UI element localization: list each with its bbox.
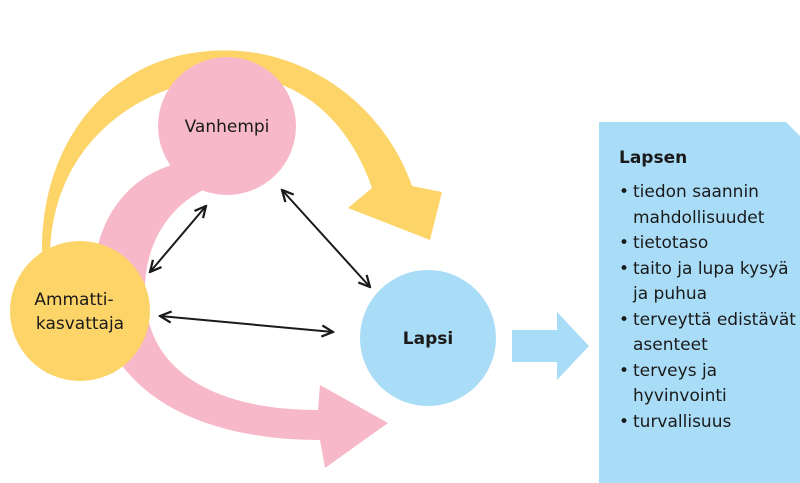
list-item: tiedon saannin mahdollisuudet — [619, 180, 800, 231]
connector-professional-child — [160, 316, 333, 332]
list-item: tietotaso — [619, 231, 800, 257]
child-label: Lapsi — [403, 329, 453, 349]
list-item: terveyttä edistävät asenteet — [619, 308, 800, 359]
professional-label-line1: Ammatti- — [34, 290, 113, 310]
parent-label: Vanhempi — [185, 117, 270, 137]
child-factors-panel: Lapsen tiedon saannin mahdollisuudet tie… — [599, 122, 800, 483]
professional-node — [10, 241, 150, 381]
child-node — [360, 270, 496, 406]
connector-parent-child — [282, 190, 370, 287]
child-to-panel-arrow — [512, 312, 589, 380]
list-item: terveys ja hyvinvointi — [619, 359, 800, 410]
connector-parent-professional — [150, 206, 206, 272]
yellow-flow-arrow — [41, 50, 443, 255]
factor-list: tiedon saannin mahdollisuudet tietotaso … — [619, 180, 800, 435]
pink-flow-arrow — [94, 160, 389, 468]
parent-node — [158, 57, 296, 195]
panel-title: Lapsen — [619, 148, 688, 168]
list-item: turvallisuus — [619, 410, 800, 436]
professional-label-line2: kasvattaja — [36, 314, 124, 334]
list-item: taito ja lupa kysyä ja puhua — [619, 257, 800, 308]
